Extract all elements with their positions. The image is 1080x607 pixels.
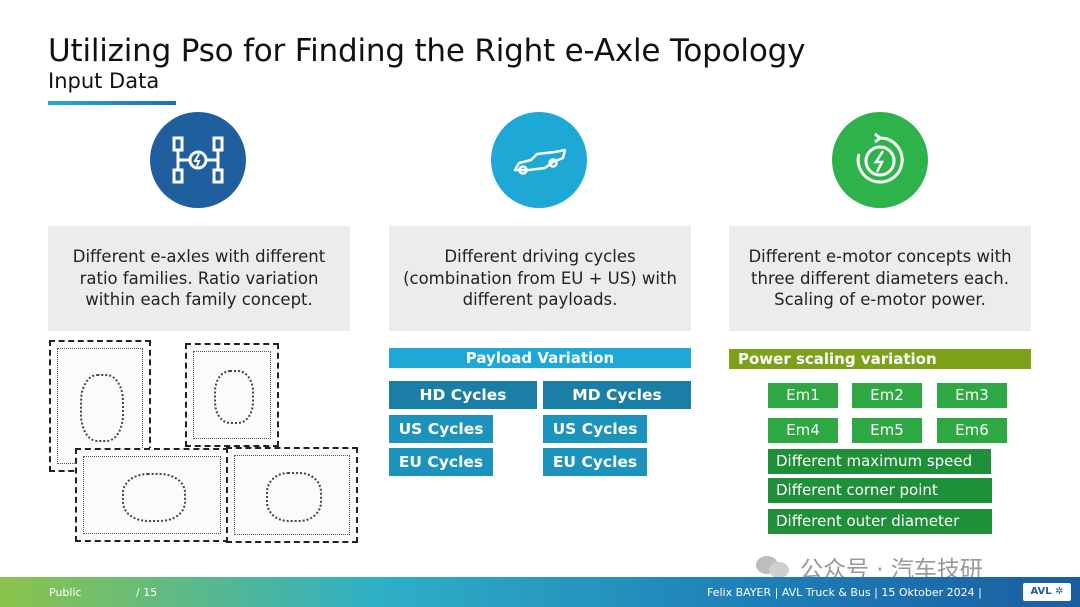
em5-box: Em5 [852,418,922,443]
footer-page-number: / 15 [136,586,158,599]
footer-classification: Public [49,586,82,599]
wechat-icon [756,554,792,580]
em6-box: Em6 [937,418,1007,443]
axles-description: Different e-axles with different ratio f… [48,226,350,331]
us-cycles-box-md: US Cycles [543,415,647,443]
variation-max-speed: Different maximum speed [768,449,991,474]
em4-box: Em4 [768,418,838,443]
us-cycles-box-hd: US Cycles [389,415,493,443]
e-motor-icon [832,112,928,208]
e-axle-icon [150,112,246,208]
title-underline [48,101,176,105]
em1-box: Em1 [768,383,838,408]
race-car-icon [491,112,587,208]
power-scaling-band: Power scaling variation [729,349,1031,369]
eu-cycles-box-hd: EU Cycles [389,448,493,476]
slide-subtitle: Input Data [48,69,160,93]
eu-cycles-box-md: EU Cycles [543,448,647,476]
avl-logo: AVL ✲ [1023,583,1071,601]
variation-corner-point: Different corner point [768,478,992,503]
footer-author: Felix BAYER | AVL Truck & Bus | 15 Oktob… [707,586,982,599]
md-cycles-box: MD Cycles [543,381,691,409]
slide-title: Utilizing Pso for Finding the Right e-Ax… [48,33,806,69]
motors-description: Different e-motor concepts with three di… [729,226,1031,331]
em2-box: Em2 [852,383,922,408]
em3-box: Em3 [937,383,1007,408]
variation-outer-diameter: Different outer diameter [768,509,992,534]
axle-sketch-2 [185,343,279,447]
cycles-description: Different driving cycles (combination fr… [389,226,691,331]
payload-variation-band: Payload Variation [389,348,691,368]
footer-bar [0,577,1080,607]
axle-sketch-4 [226,447,358,543]
hd-cycles-box: HD Cycles [389,381,537,409]
axle-sketch-3 [75,448,229,542]
